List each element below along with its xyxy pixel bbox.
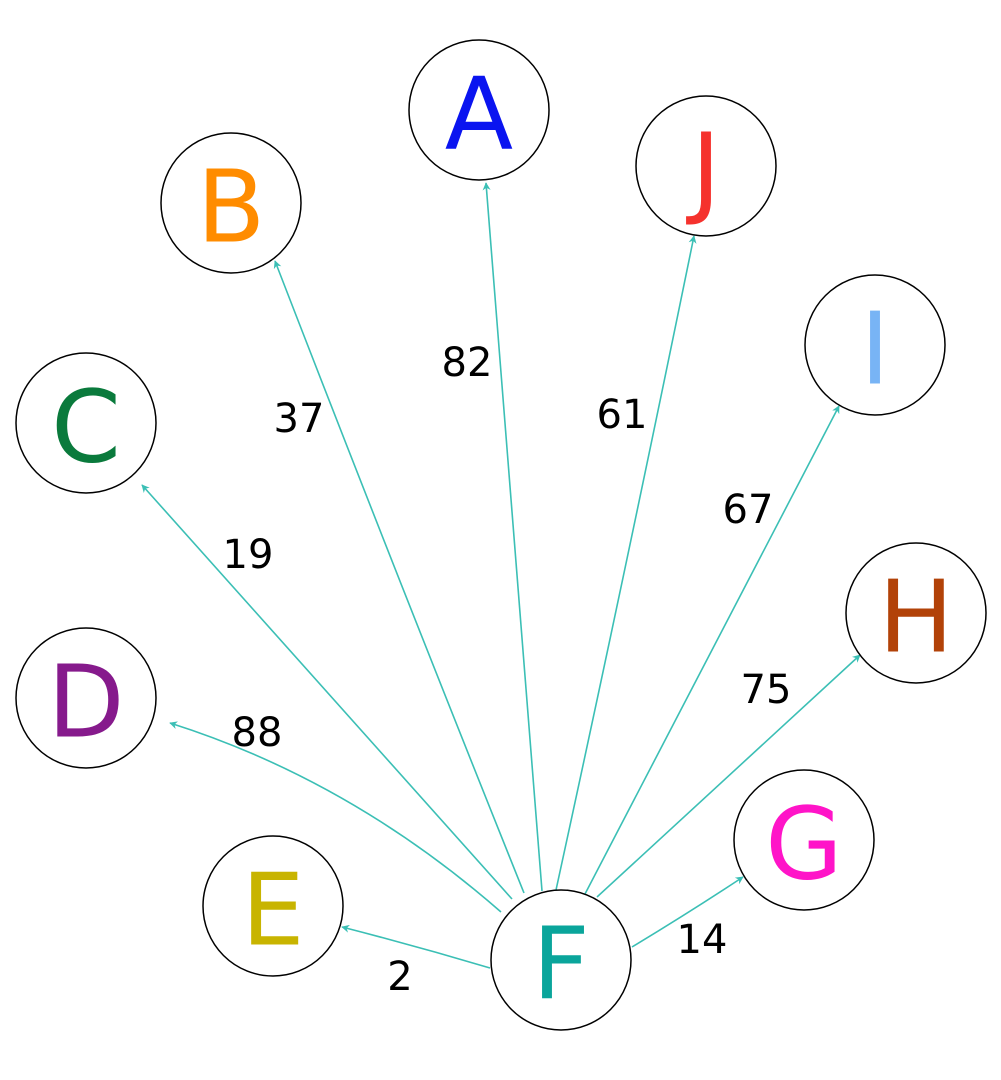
node-g-label: G bbox=[765, 786, 843, 903]
node-b-label: B bbox=[197, 149, 266, 266]
edge-weight-f-d: 88 bbox=[232, 710, 283, 756]
edge-f-to-d bbox=[169, 721, 502, 913]
node-e-circle bbox=[202, 835, 344, 977]
edge-weight-f-c: 19 bbox=[223, 532, 274, 578]
edge-weight-f-b: 37 bbox=[274, 396, 325, 442]
edge-f-to-i bbox=[584, 405, 840, 895]
node-i-circle bbox=[804, 274, 946, 416]
node-d: D bbox=[15, 627, 157, 769]
node-i-label: I bbox=[860, 291, 890, 408]
node-j-circle bbox=[635, 95, 777, 237]
edge-weight-f-h: 75 bbox=[741, 667, 792, 713]
node-a-label: A bbox=[445, 56, 513, 173]
edge-f-to-a bbox=[482, 182, 543, 892]
node-b: B bbox=[160, 132, 302, 274]
node-h-label: H bbox=[878, 559, 953, 676]
node-c-circle bbox=[15, 352, 157, 494]
nodes-layer: A BC DE F GH I J bbox=[15, 39, 987, 1031]
edge-weight-f-j: 61 bbox=[597, 392, 648, 438]
edge-f-to-j bbox=[555, 235, 697, 891]
node-d-circle bbox=[15, 627, 157, 769]
edge-f-to-c bbox=[141, 484, 513, 900]
node-e: E bbox=[202, 835, 344, 977]
edge-weight-f-a: 82 bbox=[442, 340, 493, 386]
node-c: C bbox=[15, 352, 157, 494]
node-f: F bbox=[490, 889, 632, 1031]
node-f-circle bbox=[490, 889, 632, 1031]
edge-f-to-b bbox=[273, 260, 525, 894]
node-a: A bbox=[408, 39, 550, 181]
edge-weight-f-g: 14 bbox=[677, 917, 728, 963]
node-i: I bbox=[804, 274, 946, 416]
node-h-circle bbox=[845, 542, 987, 684]
edge-f-to-h bbox=[596, 654, 861, 898]
node-h: H bbox=[845, 542, 987, 684]
node-g: G bbox=[733, 769, 875, 911]
node-c-label: C bbox=[51, 369, 121, 486]
node-f-label: F bbox=[532, 906, 590, 1023]
node-j: J bbox=[635, 95, 777, 237]
edges-layer: 82 37 19 88 2 14 75 67 61 bbox=[141, 182, 861, 1000]
edge-f-to-g bbox=[631, 876, 744, 948]
node-a-circle bbox=[408, 39, 550, 181]
node-d-label: D bbox=[47, 644, 124, 761]
edge-f-to-e bbox=[341, 924, 491, 969]
node-b-circle bbox=[160, 132, 302, 274]
node-g-circle bbox=[733, 769, 875, 911]
node-j-label: J bbox=[685, 112, 721, 229]
edge-weight-f-i: 67 bbox=[723, 487, 774, 533]
node-e-label: E bbox=[241, 852, 304, 969]
edge-weight-f-e: 2 bbox=[387, 954, 412, 1000]
